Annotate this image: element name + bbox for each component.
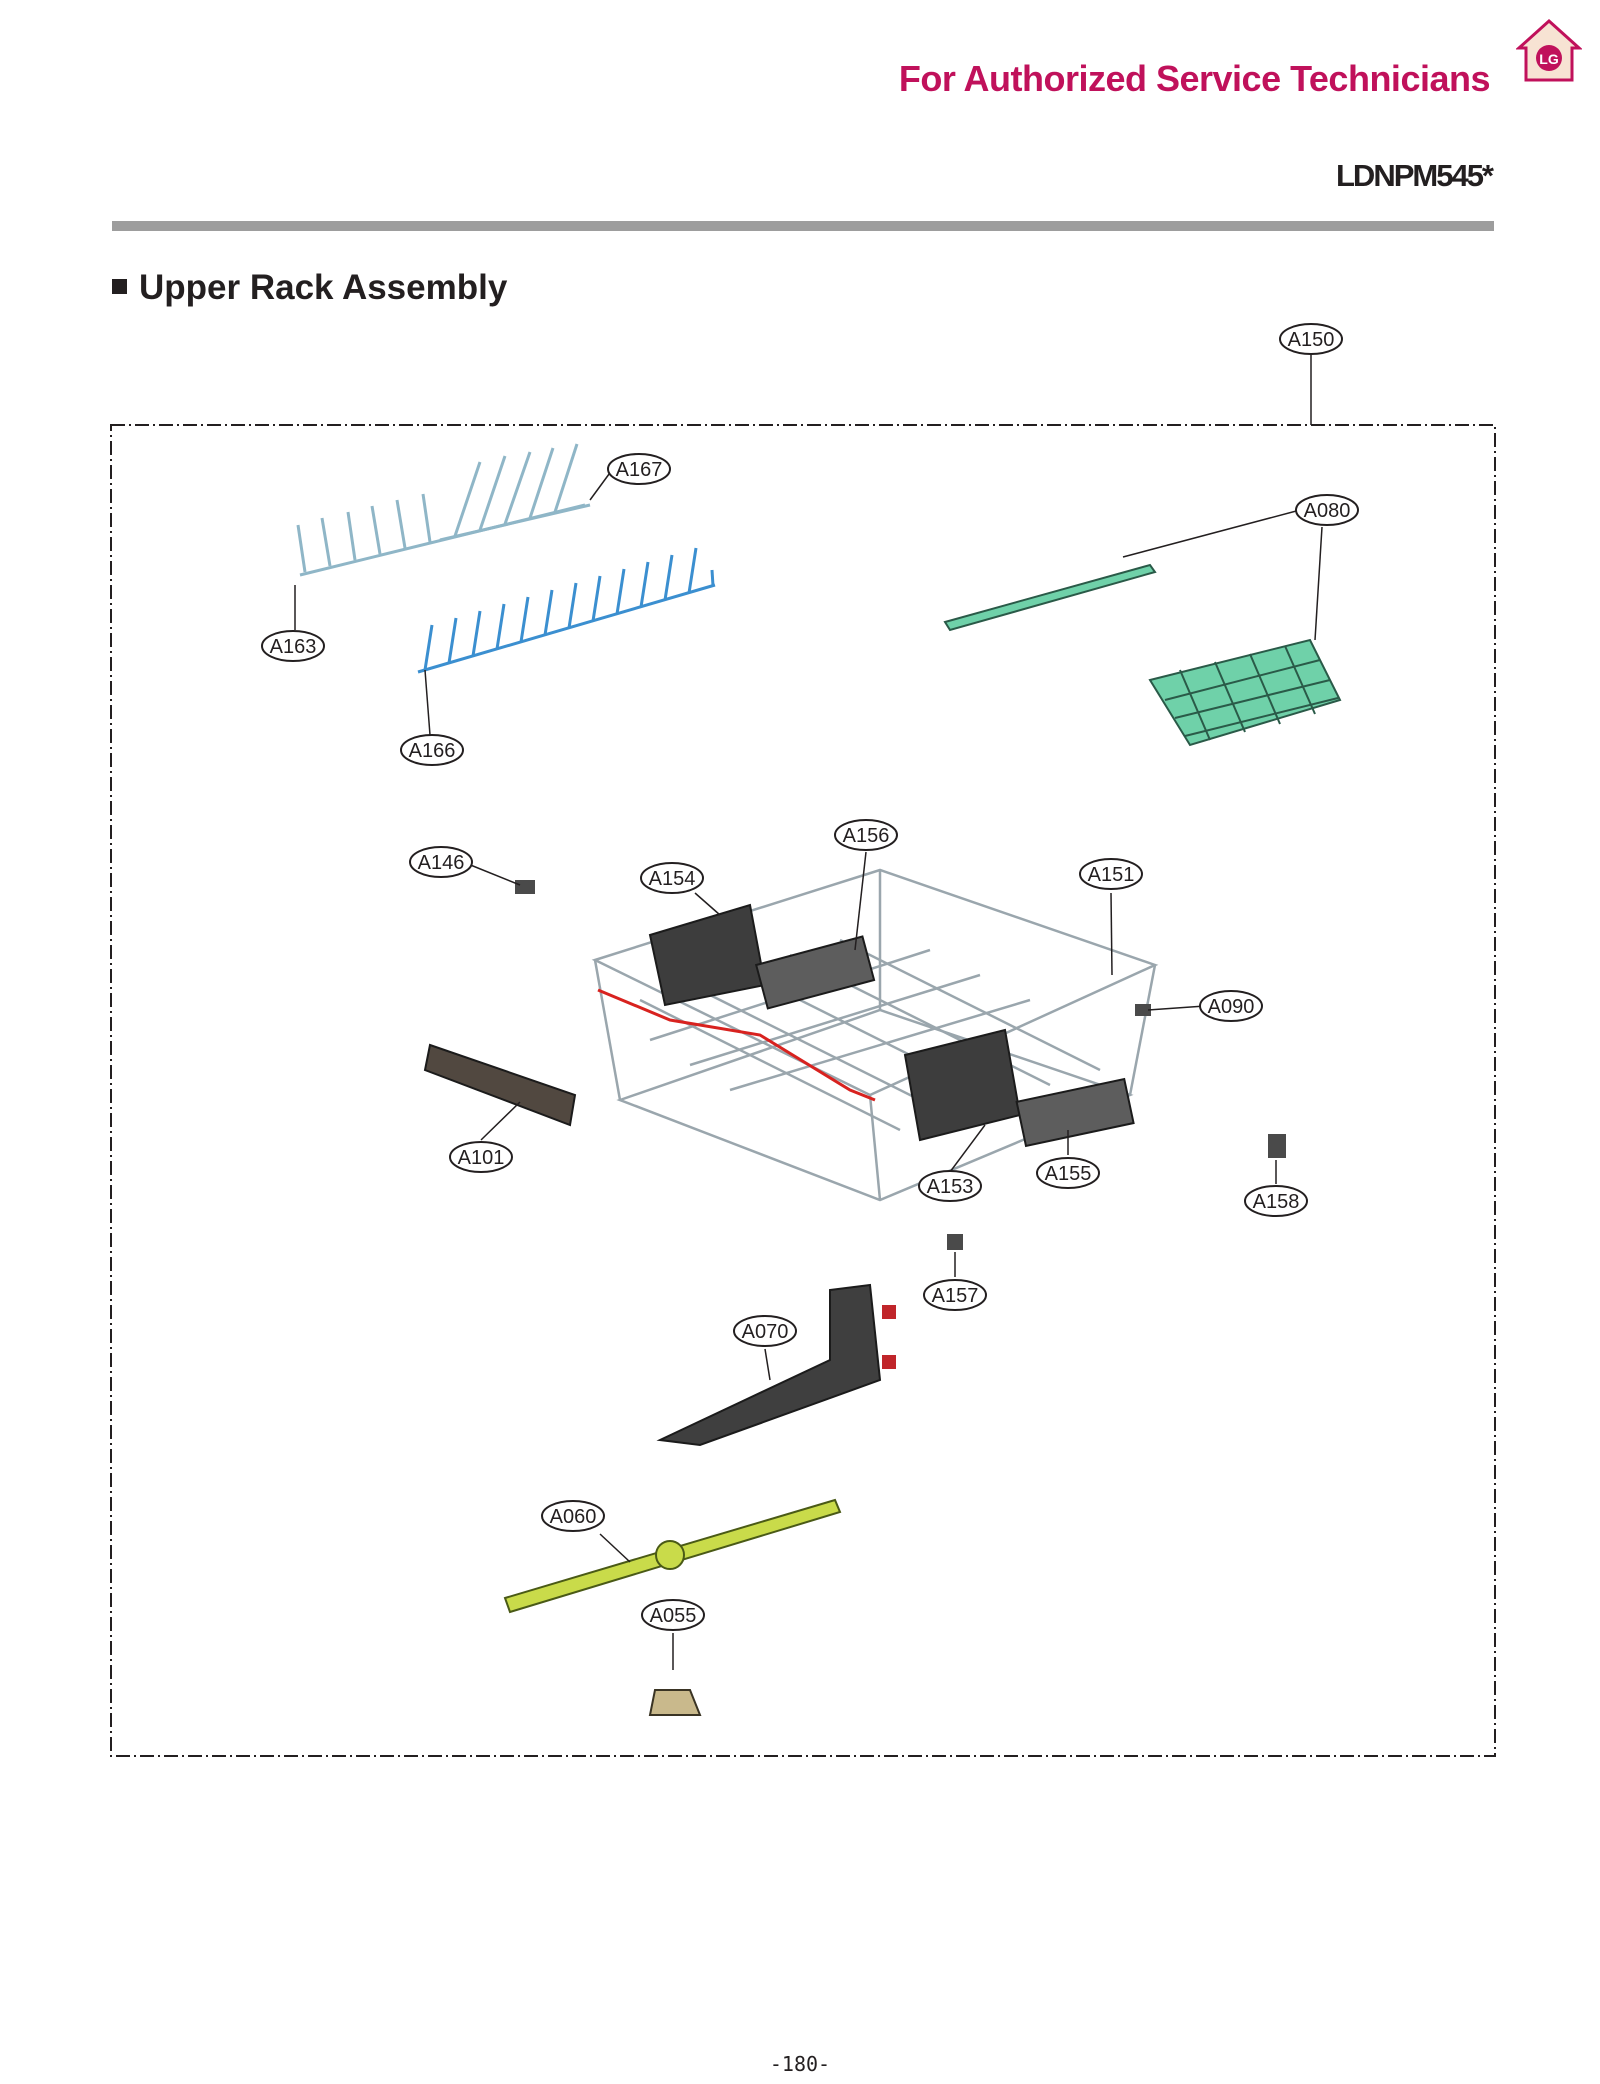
svg-text:A157: A157 <box>932 1285 979 1307</box>
svg-text:A158: A158 <box>1253 1191 1300 1213</box>
svg-text:A154: A154 <box>649 868 696 890</box>
callout-a150: A150 <box>1279 323 1343 355</box>
svg-text:A055: A055 <box>650 1605 697 1627</box>
header-divider <box>112 221 1494 231</box>
side-panel-a153 <box>903 1028 1022 1142</box>
front-trim-a101 <box>423 1043 577 1127</box>
svg-text:A153: A153 <box>927 1176 974 1198</box>
water-conduit-a070 <box>656 1283 882 1447</box>
callout-a080: A080 <box>1295 494 1359 526</box>
svg-text:A070: A070 <box>742 1321 789 1343</box>
side-panel-a154 <box>648 903 767 1007</box>
upper-rack-basket-a151 <box>591 868 1159 1202</box>
callout-a055: A055 <box>641 1599 705 1631</box>
rack-adjuster-a156 <box>754 935 876 1010</box>
clip-a090 <box>1135 1004 1151 1016</box>
svg-text:A080: A080 <box>1304 500 1351 522</box>
tine-row-a166 <box>417 547 716 674</box>
callout-a146: A146 <box>409 846 473 878</box>
section-title-text: Upper Rack Assembly <box>139 268 508 307</box>
rack-adjuster-a155 <box>1015 1077 1135 1148</box>
section-title: Upper Rack Assembly <box>112 268 507 308</box>
callout-a153: A153 <box>918 1170 982 1202</box>
callout-a155: A155 <box>1036 1157 1100 1189</box>
clip-a157 <box>947 1234 963 1250</box>
callout-a167: A167 <box>607 453 671 485</box>
header-title: For Authorized Service Technicians <box>898 58 1491 99</box>
svg-text:A090: A090 <box>1208 996 1255 1018</box>
svg-text:A151: A151 <box>1088 864 1135 886</box>
svg-text:LG: LG <box>1539 51 1559 67</box>
red-wire-guide <box>597 988 876 1102</box>
clip-a158 <box>1268 1134 1286 1158</box>
callout-a070: A070 <box>733 1315 797 1347</box>
callout-a166: A166 <box>400 734 464 766</box>
callout-a157: A157 <box>923 1279 987 1311</box>
svg-text:A155: A155 <box>1045 1163 1092 1185</box>
callout-a090: A090 <box>1199 990 1263 1022</box>
leader-lines <box>294 353 1323 1670</box>
clip-a146 <box>515 880 535 894</box>
callout-a163: A163 <box>261 630 325 662</box>
svg-text:A163: A163 <box>270 636 317 658</box>
callout-a101: A101 <box>449 1141 513 1173</box>
callout-a151: A151 <box>1079 858 1143 890</box>
svg-text:A146: A146 <box>418 852 465 874</box>
callout-a156: A156 <box>834 819 898 851</box>
tray-rail-a080 <box>943 563 1157 632</box>
svg-text:A060: A060 <box>550 1506 597 1528</box>
svg-text:A101: A101 <box>458 1147 505 1169</box>
lg-home-logo: LG <box>1516 18 1582 82</box>
svg-text:A166: A166 <box>409 740 456 762</box>
callout-a154: A154 <box>640 862 704 894</box>
page-number: -180- <box>769 2052 831 2076</box>
callout-a158: A158 <box>1244 1185 1308 1217</box>
model-number: LDNPM545* <box>1336 158 1494 193</box>
callout-a060: A060 <box>541 1500 605 1532</box>
svg-text:A167: A167 <box>616 459 663 481</box>
folding-tray-a080 <box>1148 638 1342 747</box>
svg-text:A150: A150 <box>1288 329 1335 351</box>
spray-arm-hub-a055 <box>648 1689 702 1716</box>
bullet-square-icon <box>112 279 127 295</box>
tine-row-a167 <box>296 443 591 577</box>
assembly-boundary <box>110 424 1496 1757</box>
svg-text:A156: A156 <box>843 825 890 847</box>
